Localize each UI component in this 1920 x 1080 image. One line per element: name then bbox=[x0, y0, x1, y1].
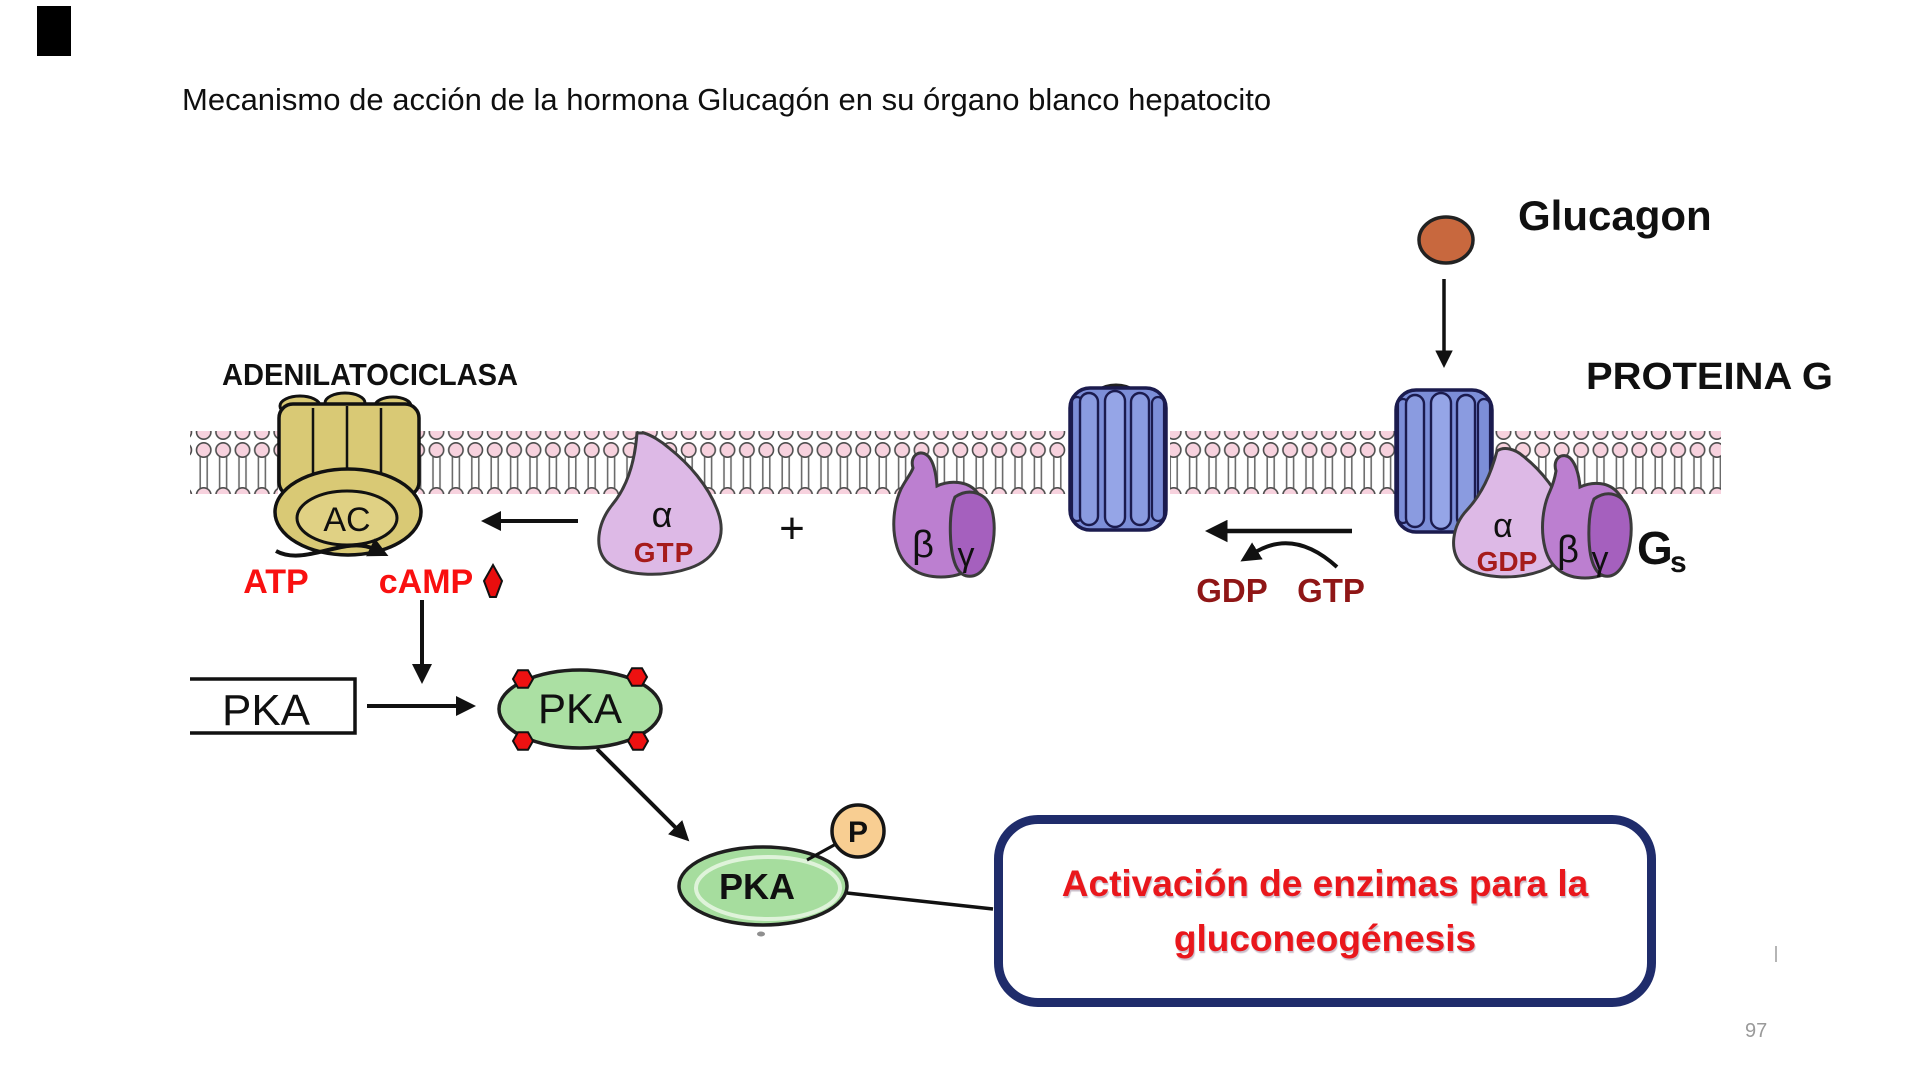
callout-connector bbox=[846, 891, 994, 911]
beta-label: β bbox=[912, 524, 934, 566]
pka-camp-bound: PKA bbox=[497, 667, 663, 751]
ac-label: AC bbox=[323, 501, 370, 539]
camp-label: cAMP bbox=[379, 563, 473, 601]
pka-inactive-label: PKA bbox=[222, 686, 311, 735]
gamma-label: γ bbox=[958, 536, 975, 574]
phosphate-connector bbox=[806, 842, 837, 862]
atp-label: ATP bbox=[243, 563, 308, 601]
pka-inactive-box: PKA bbox=[190, 677, 357, 735]
callout-line2: gluconeogénesis bbox=[1173, 918, 1477, 959]
gtp-exchange-label: GTP bbox=[1297, 572, 1365, 609]
gdp-gtp-exchange-arrow bbox=[1240, 541, 1339, 569]
gdp-right-label: GDP bbox=[1477, 546, 1538, 577]
phosphate-group: P bbox=[830, 803, 886, 859]
alpha-gdp-subunit bbox=[1452, 447, 1572, 579]
gamma-subunit-bound bbox=[1587, 492, 1633, 578]
gs-subscript: s bbox=[1670, 546, 1687, 579]
gdp-exchange-label: GDP bbox=[1196, 572, 1268, 609]
atp-to-camp-arrow bbox=[275, 538, 389, 558]
glucagon-ligand bbox=[1417, 215, 1475, 265]
alpha-gtp-subunit: α GTP bbox=[597, 431, 723, 576]
membrane-segment bbox=[190, 431, 278, 494]
camp-molecule-icon bbox=[482, 562, 504, 598]
membrane-segment bbox=[1170, 431, 1401, 494]
glucagon-label: Glucagon bbox=[1518, 192, 1712, 239]
pka-active-label: PKA bbox=[719, 866, 795, 907]
plasma-membrane bbox=[190, 431, 1721, 494]
gtp-label: GTP bbox=[634, 537, 695, 568]
camp-site-icon bbox=[626, 731, 650, 751]
glucagon-receptor-bound bbox=[1068, 386, 1168, 532]
membrane-segment bbox=[418, 431, 1068, 494]
page-title: Mecanismo de acción de la hormona Glucag… bbox=[182, 82, 1272, 117]
beta-right-label: β bbox=[1557, 529, 1579, 571]
alpha-right-label: α bbox=[1493, 507, 1513, 545]
adenylate-cyclase-enzyme: AC bbox=[273, 391, 423, 557]
adenylate-cyclase-label: ADENILATOCICLASA bbox=[222, 357, 518, 392]
camp-site-icon bbox=[511, 731, 535, 751]
phosphate-label: P bbox=[848, 816, 868, 849]
pka-active: PKA bbox=[677, 845, 849, 937]
callout-line1: Activación de enzimas para la bbox=[1061, 862, 1589, 904]
plus-sign: + bbox=[779, 504, 805, 553]
pka-phosphorylation-arrow bbox=[595, 747, 690, 842]
alpha-label: α bbox=[652, 494, 673, 535]
screen-corner-artifact bbox=[37, 6, 71, 56]
proteina-g-label: PROTEINA G bbox=[1586, 356, 1833, 398]
camp-site-icon bbox=[511, 669, 535, 689]
edge-tick bbox=[1775, 946, 1777, 962]
gluconeogenesis-callout: Activación de enzimas para la gluconeogé… bbox=[994, 815, 1656, 1007]
gs-complex: α GDP β γ G s bbox=[1452, 447, 1687, 580]
camp-site-icon bbox=[625, 667, 649, 687]
gs-label: G bbox=[1637, 522, 1673, 574]
gamma-right-label: γ bbox=[1592, 540, 1609, 578]
pka-bound-label: PKA bbox=[538, 685, 622, 732]
beta-gamma-subunit: β γ bbox=[892, 451, 996, 579]
page-number: 97 bbox=[1745, 1020, 1768, 1042]
stray-mark bbox=[757, 931, 765, 937]
